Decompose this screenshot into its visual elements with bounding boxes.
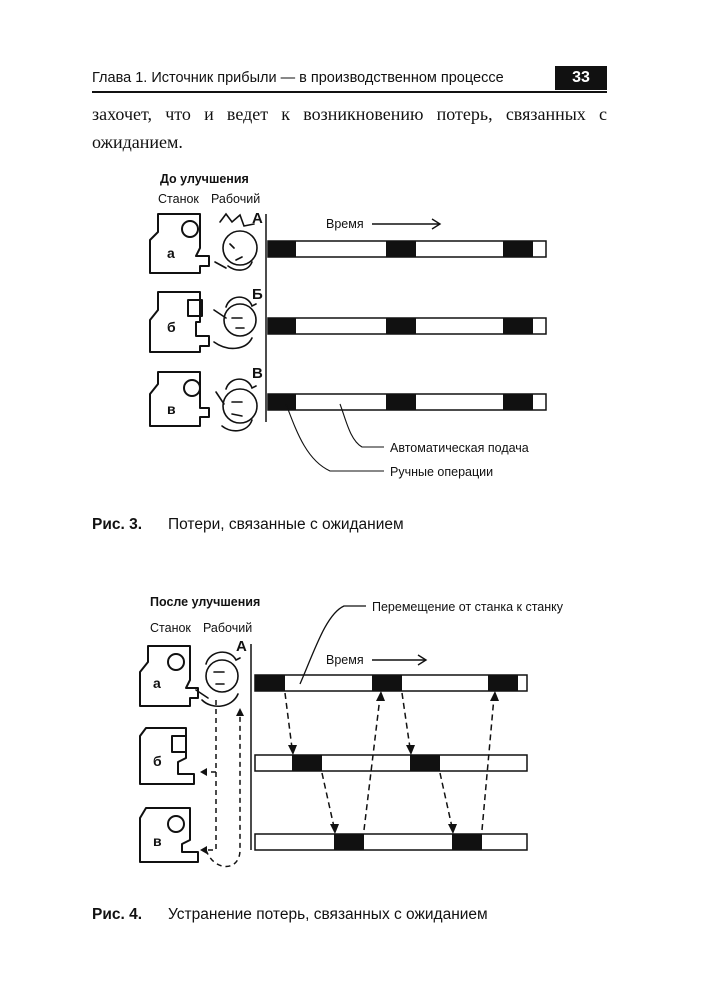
fig3-caption: Рис. 3. Потери, связанные с ожиданием (92, 516, 404, 534)
fig4-manual-op (372, 675, 402, 691)
fig3-machine-label-b: б (167, 319, 176, 335)
fig3-manual-op (503, 318, 533, 334)
fig4-title: После улучшения (150, 595, 260, 609)
fig3-manual-op (386, 241, 416, 257)
fig4-manual-op (334, 834, 364, 850)
fig3-machine-b (149, 291, 210, 353)
fig3-manual-op (268, 394, 296, 410)
fig4-machine-c (139, 807, 199, 863)
fig3-manual-op (503, 241, 533, 257)
fig3-label-auto: Автоматическая подача (390, 441, 529, 455)
running-title: Глава 1. Источник прибыли — в производст… (92, 70, 504, 86)
fig3-time-arrow (372, 218, 442, 230)
fig4-timeline-c (254, 833, 528, 851)
fig3-machine-c (149, 371, 210, 427)
fig4-timeline-b (254, 754, 528, 772)
fig4-time-arrow (372, 654, 428, 666)
fig3-row-label-a: А (252, 210, 263, 227)
fig3-leaders (285, 403, 384, 472)
fig4-walk-path (202, 700, 241, 868)
fig4-caption: Рис. 4. Устранение потерь, связанных с ож… (92, 906, 488, 924)
page-number: 33 (555, 66, 607, 90)
fig4-manual-op (292, 755, 322, 771)
fig3-manual-op (386, 394, 416, 410)
fig4-row-label-a: А (236, 638, 247, 655)
fig4-manual-op (488, 675, 518, 691)
fig3-machine-label-a: а (167, 245, 175, 261)
fig4-col-worker: Рабочий (203, 621, 252, 635)
fig3-machine-label-c: в (167, 401, 176, 417)
fig4-col-machine: Станок (150, 621, 191, 635)
fig3-manual-op (386, 318, 416, 334)
fig3-manual-op (268, 318, 296, 334)
fig4-manual-op (452, 834, 482, 850)
fig4-machine-label-c: в (153, 833, 162, 849)
fig3-label-manual: Ручные операции (390, 465, 493, 479)
fig4-time-label: Время (326, 653, 364, 667)
fig3-worker-b (213, 296, 257, 350)
fig4-transfer-arrows (284, 692, 495, 831)
fig3-col-machine: Станок (158, 192, 199, 206)
fig4-caption-text: Устранение потерь, связанных с ожиданием (168, 906, 488, 923)
fig3-worker-a (214, 212, 258, 271)
body-paragraph: захочет, что и ведет к возникновению пот… (92, 104, 607, 152)
fig4-timeline-a (254, 674, 528, 692)
fig3-worker-c (215, 378, 258, 432)
fig4-caption-number: Рис. 4. (92, 906, 143, 923)
fig4-worker (195, 651, 241, 707)
fig4-move-leader (299, 605, 366, 685)
fig3-manual-op (503, 394, 533, 410)
fig3-caption-number: Рис. 3. (92, 516, 143, 533)
fig4-machine-b-panel (171, 735, 187, 753)
fig3-timeline-b (267, 317, 547, 335)
fig4-machine-c-dial (167, 815, 185, 833)
fig3-row-label-b: Б (252, 286, 263, 303)
fig3-machine-a-dial (181, 220, 199, 238)
fig4-label-move: Перемещение от станка к станку (372, 600, 564, 614)
fig3-machine-b-panel (187, 299, 203, 317)
running-header: Глава 1. Источник прибыли — в производст… (92, 66, 607, 93)
fig4-machine-label-b: б (153, 753, 162, 769)
fig4-walk-arrows (200, 708, 244, 854)
fig4-transfer-arrowheads (288, 691, 499, 834)
fig4-machine-a-dial (167, 653, 185, 671)
figure-4: После улучшения Станок Рабочий Перемещен… (139, 595, 564, 868)
fig3-caption-text: Потери, связанные с ожиданием (168, 516, 404, 533)
fig4-machine-a (139, 645, 199, 707)
fig3-col-worker: Рабочий (211, 192, 260, 206)
fig3-workers (213, 212, 258, 432)
fig3-time-label: Время (326, 217, 364, 231)
fig3-timeline-c (267, 393, 547, 411)
fig4-manual-op (410, 755, 440, 771)
fig4-machine-label-a: а (153, 675, 161, 691)
figure-3: До улучшения Станок Рабочий а б в (149, 172, 547, 479)
fig3-machine-c-dial (183, 379, 201, 397)
header-rule (92, 91, 607, 93)
fig4-manual-op (255, 675, 285, 691)
fig3-manual-op (268, 241, 296, 257)
fig3-title: До улучшения (160, 172, 249, 186)
fig3-machine-a (149, 213, 210, 274)
fig3-row-label-c: В (252, 365, 263, 382)
fig3-timeline-a (267, 240, 547, 258)
